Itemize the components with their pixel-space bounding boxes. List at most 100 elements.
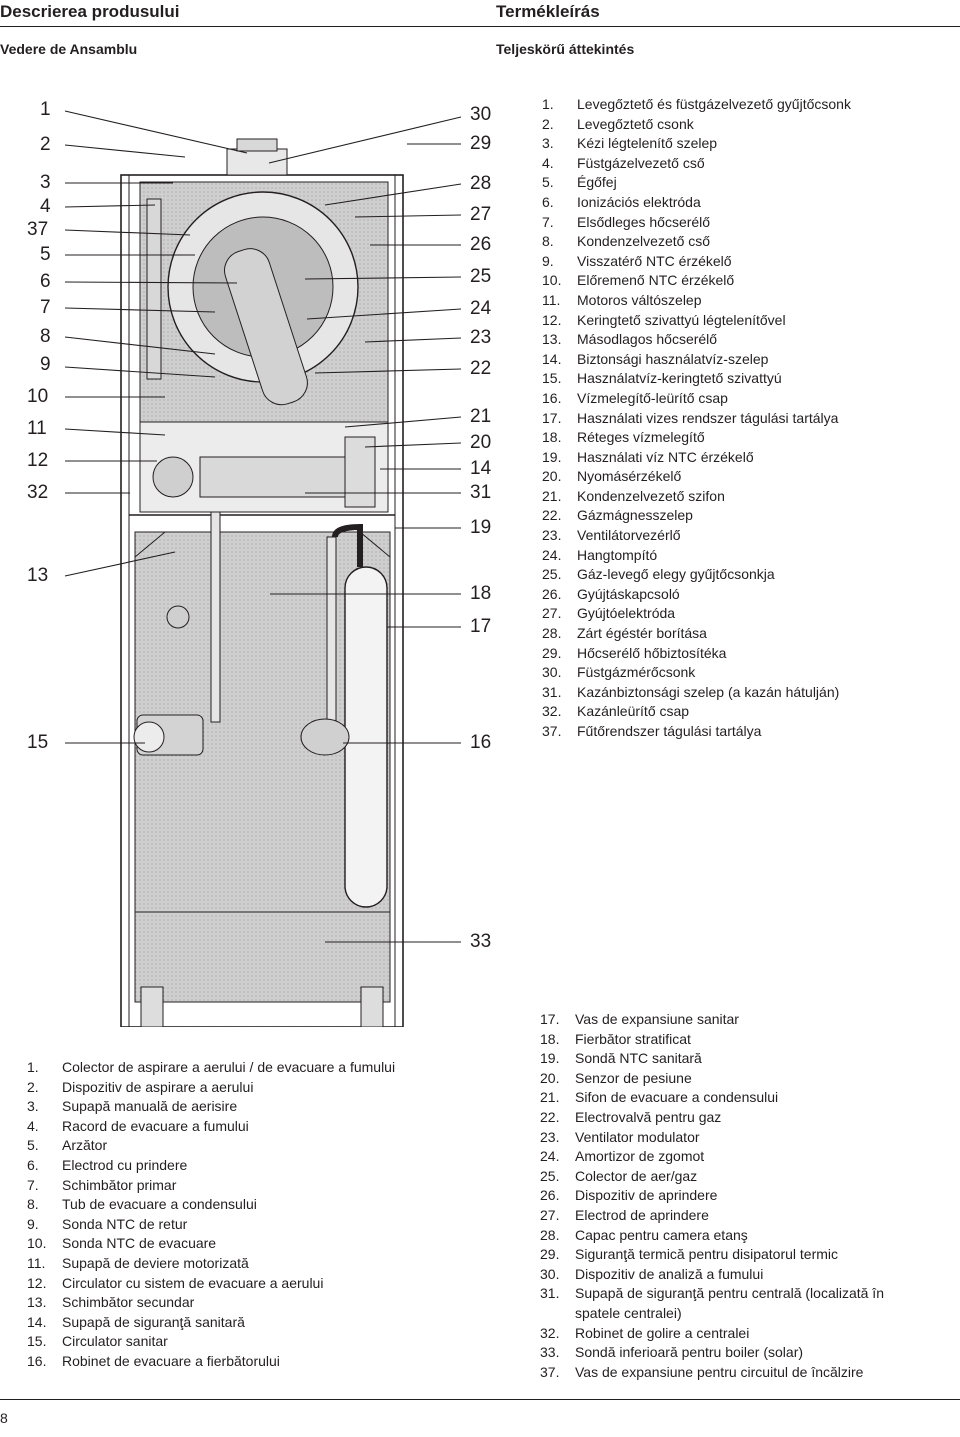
- legend-item-text: Electrod de aprindere: [575, 1206, 709, 1223]
- legend-item-number: 7.: [27, 1176, 39, 1193]
- legend-item: 18.Réteges vízmelegítő: [542, 428, 851, 448]
- legend-item: 7.Elsődleges hőcserélő: [542, 213, 851, 233]
- legend-item-text: Hangtompító: [577, 546, 658, 563]
- legend-item-number: 25.: [540, 1167, 560, 1184]
- legend-item-number: 9.: [27, 1215, 39, 1232]
- legend-item-text: Égőfej: [577, 174, 617, 191]
- legend-item: 37.Vas de expansiune pentru circuitul de…: [540, 1363, 884, 1383]
- callout-label: 13: [27, 565, 49, 586]
- callout-label: 32: [27, 482, 49, 503]
- legend-item-text: Sonda NTC de evacuare: [62, 1235, 217, 1252]
- callout-label: 8: [40, 326, 51, 347]
- legend-item-text: Biztonsági használatvíz-szelep: [577, 350, 769, 367]
- legend-item: 24.Hangtompító: [542, 546, 851, 566]
- legend-item-text: Robinet de evacuare a fierbătorului: [62, 1352, 280, 1369]
- legend-item-number: 3.: [542, 135, 554, 152]
- callout-label: 20: [470, 432, 492, 453]
- legend-item-text: spatele centralei): [575, 1304, 682, 1321]
- callout-label: 10: [27, 386, 49, 407]
- legend-item-text: Gyújtáskapcsoló: [577, 585, 680, 602]
- legend-item-text: Vas de expansiune pentru circuitul de în…: [575, 1363, 864, 1380]
- legend-item: 14.Biztonsági használatvíz-szelep: [542, 350, 851, 370]
- callout-label: 31: [470, 482, 492, 503]
- legend-item-number: 16.: [27, 1352, 47, 1369]
- legend-item: 3. Kézi légtelenítő szelep: [542, 134, 851, 154]
- legend-item-text: Gázmágnesszelep: [577, 507, 693, 524]
- legend-item: 31.Supapă de siguranţă pentru centrală (…: [540, 1284, 884, 1304]
- legend-item-number: 33.: [540, 1344, 560, 1361]
- boiler-drawing: [64, 110, 462, 1028]
- legend-item-number: 29.: [542, 644, 562, 661]
- legend-item-text: Ventilátorvezérlő: [577, 527, 681, 544]
- legend-item-text: Sondă NTC sanitară: [575, 1050, 702, 1067]
- legend-hungarian: 1.Levegőztető és füstgázelvezető gyűjtőc…: [542, 95, 851, 742]
- legend-item: 19.Sondă NTC sanitară: [540, 1049, 884, 1069]
- legend-item-number: 21.: [540, 1089, 560, 1106]
- legend-item-number: 30.: [540, 1265, 560, 1282]
- legend-item: 21.Kondenzelvezető szifon: [542, 487, 851, 507]
- legend-item: 13.Másodlagos hőcserélő: [542, 330, 851, 350]
- legend-item: 11.Supapă de deviere motorizată: [27, 1254, 395, 1274]
- legend-item: 21.Sifon de evacuare a condensului: [540, 1088, 884, 1108]
- legend-item-number: 28.: [542, 625, 562, 642]
- legend-item-number: 12.: [27, 1274, 47, 1291]
- legend-item: 7.Schimbător primar: [27, 1176, 395, 1196]
- legend-item-text: Fierbător stratificat: [575, 1030, 691, 1047]
- legend-item: 22.Electrovalvă pentru gaz: [540, 1108, 884, 1128]
- legend-item-number: 10.: [542, 272, 562, 289]
- legend-item-number: 2.: [27, 1078, 39, 1095]
- callout-label: 5: [40, 244, 51, 265]
- legend-item-number: 27.: [540, 1206, 560, 1223]
- legend-item-number: 9.: [542, 252, 554, 269]
- page-number: 8: [0, 1410, 8, 1426]
- legend-item-text: Dispozitiv de analiză a fumului: [575, 1265, 764, 1282]
- legend-item-number: 20.: [540, 1069, 560, 1086]
- legend-item-number: 18.: [540, 1030, 560, 1047]
- legend-item: 29.Siguranţă termică pentru disipatorul …: [540, 1245, 884, 1265]
- callout-label: 19: [470, 517, 492, 538]
- legend-item-number: 17.: [540, 1011, 560, 1027]
- legend-romanian-left: 1.Colector de aspirare a aerului / de ev…: [27, 1058, 395, 1372]
- legend-item-number: 4.: [27, 1117, 39, 1134]
- legend-item: 23.Ventilator modulator: [540, 1128, 884, 1148]
- legend-item-text: Colector de aer/gaz: [575, 1167, 698, 1184]
- callout-label: 28: [470, 173, 492, 194]
- legend-item-number: 22.: [540, 1108, 560, 1125]
- legend-item: 16. Robinet de evacuare a fierbătorului: [27, 1352, 395, 1372]
- legend-item-number: 32.: [540, 1324, 560, 1341]
- legend-item-number: 13.: [542, 331, 562, 348]
- legend-item: 2.Levegőztető csonk: [542, 115, 851, 135]
- section-subtitle-ro: Vedere de Ansamblu: [0, 41, 138, 57]
- legend-item-number: 8.: [27, 1196, 39, 1213]
- legend-item-number: 27.: [542, 605, 562, 622]
- legend-item-text: Zárt égéstér borítása: [577, 625, 707, 642]
- legend-item: 12.Circulator cu sistem de evacuare a ae…: [27, 1274, 395, 1294]
- legend-item: 27. Electrod de aprindere: [540, 1206, 884, 1226]
- legend-item: 26.Dispozitiv de aprindere: [540, 1186, 884, 1206]
- legend-item-number: 30.: [542, 664, 562, 681]
- legend-item: 20.Nyomásérzékelő: [542, 467, 851, 487]
- legend-item: 27. Gyújtóelektróda: [542, 604, 851, 624]
- legend-item: 4.Racord de evacuare a fumului: [27, 1117, 395, 1137]
- legend-item: 17.Vas de expansiune sanitar: [540, 1010, 884, 1030]
- legend-item-text: Hőcserélő hőbiztosítéka: [577, 644, 727, 661]
- legend-item: 29. Hőcserélő hőbiztosítéka: [542, 644, 851, 664]
- legend-item-number: 23.: [540, 1128, 560, 1145]
- legend-item-number: 3.: [27, 1098, 39, 1115]
- legend-item-number: 13.: [27, 1294, 47, 1311]
- legend-item-text: Gyújtóelektróda: [577, 605, 676, 622]
- legend-item-text: Gáz-levegő elegy gyűjtőcsonkja: [577, 566, 775, 583]
- callout-label: 2: [40, 134, 51, 155]
- legend-item: 9.Sonda NTC de retur: [27, 1215, 395, 1235]
- legend-item-text: Kazánleürítő csap: [577, 703, 690, 720]
- legend-item: 12.Keringtető szivattyú légtelenítővel: [542, 311, 851, 331]
- legend-item-text: Kézi légtelenítő szelep: [577, 135, 718, 152]
- legend-item-number: 10.: [27, 1235, 47, 1252]
- legend-item-text: Supapă de siguranţă pentru centrală (loc…: [575, 1285, 884, 1302]
- legend-item: 5.Arzător: [27, 1136, 395, 1156]
- legend-item-number: 32.: [542, 703, 562, 720]
- legend-item-number: 11.: [27, 1254, 46, 1271]
- legend-item-number: 5.: [27, 1137, 39, 1154]
- legend-item-text: Sondă inferioară pentru boiler (solar): [575, 1344, 804, 1361]
- legend-item-text: Senzor de pesiune: [575, 1069, 692, 1086]
